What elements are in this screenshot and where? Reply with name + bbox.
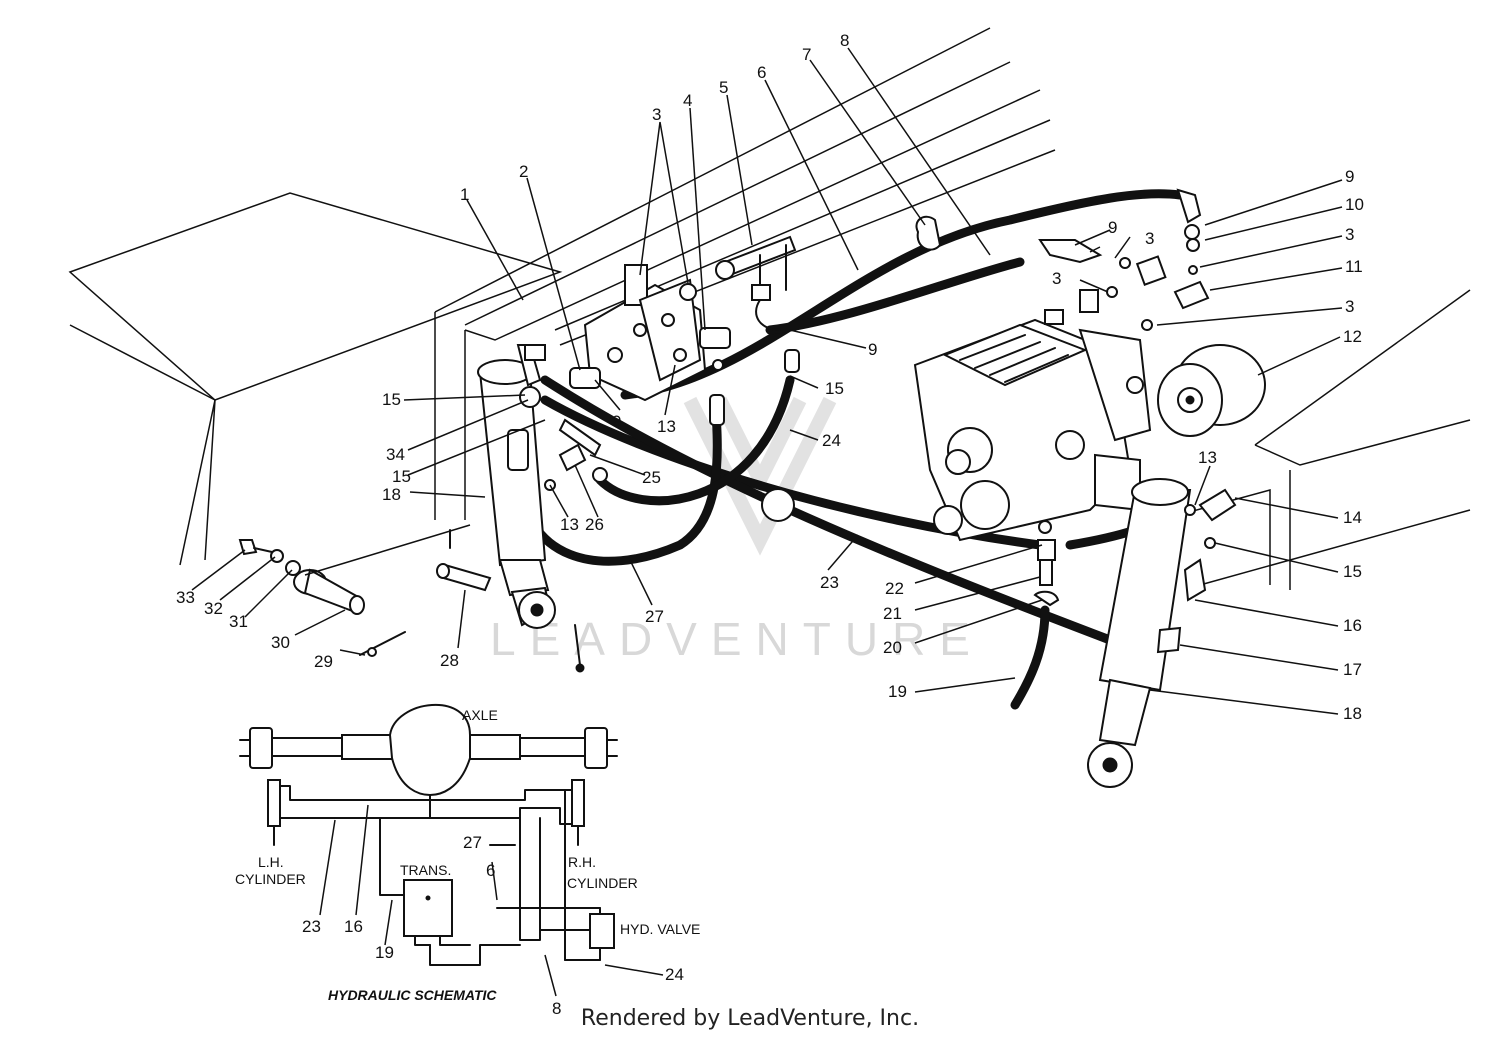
callout-2: 2 <box>519 162 528 181</box>
schematic-ref-19: 19 <box>375 943 394 962</box>
callout-12: 12 <box>1343 327 1362 346</box>
callout-24: 24 <box>822 431 841 450</box>
callout-9-mid: 9 <box>1108 218 1117 237</box>
callout-15-mid: 15 <box>825 379 844 398</box>
callout-3-mid-b: 3 <box>1052 269 1061 288</box>
callout-numbers: 1 2 3 4 5 6 7 8 9 10 3 11 3 12 9 3 3 13 … <box>176 31 1364 723</box>
callout-14: 14 <box>1343 508 1362 527</box>
hose-19 <box>1010 605 1050 710</box>
schematic-title: HYDRAULIC SCHEMATIC <box>328 987 497 1003</box>
callout-32: 32 <box>204 599 223 618</box>
callout-11: 11 <box>1345 257 1363 276</box>
watermark: LEADVENTURE <box>490 396 984 665</box>
callout-15-left-b: 15 <box>392 467 411 486</box>
schematic-rh-2: CYLINDER <box>567 875 638 891</box>
left-cylinder <box>477 344 556 629</box>
schematic-lh-1: L.H. <box>258 854 284 870</box>
callout-9-left: 9 <box>612 412 621 431</box>
callout-29: 29 <box>314 652 333 671</box>
callout-9-top: 9 <box>1345 167 1354 186</box>
callout-30: 30 <box>271 633 290 652</box>
schematic-rh-1: R.H. <box>568 854 596 870</box>
schematic-axle-label: AXLE <box>462 707 498 723</box>
small-fittings <box>519 344 800 522</box>
schematic-hyd-valve-label: HYD. VALVE <box>620 921 700 937</box>
callout-9-lower: 9 <box>868 340 877 359</box>
schematic-ref-6: 6 <box>486 861 495 880</box>
callout-23: 23 <box>820 573 839 592</box>
callout-15-left-a: 15 <box>382 390 401 409</box>
render-credit: Rendered by LeadVenture, Inc. <box>580 1006 920 1031</box>
callout-16: 16 <box>1343 616 1362 635</box>
callout-1: 1 <box>460 185 469 204</box>
hose-8 <box>765 257 1025 335</box>
callout-33: 33 <box>176 588 195 607</box>
callout-26: 26 <box>585 515 604 534</box>
callout-3-right-b: 3 <box>1345 297 1354 316</box>
hydraulic-valve <box>569 264 731 402</box>
callout-13-mid: 13 <box>657 417 676 436</box>
schematic-ref-27: 27 <box>463 833 482 852</box>
callout-21: 21 <box>883 604 902 623</box>
part-5-line <box>715 235 797 331</box>
callout-7: 7 <box>802 45 811 64</box>
fittings-top-right <box>915 188 1210 331</box>
transmission-pump <box>913 289 1152 542</box>
callout-5: 5 <box>719 78 728 97</box>
oil-filter <box>1157 344 1266 437</box>
fittings-20-22 <box>1033 520 1060 607</box>
callout-28: 28 <box>440 651 459 670</box>
callout-13-right: 13 <box>1198 448 1217 467</box>
schematic-ref-8: 8 <box>552 999 561 1018</box>
callout-18-right: 18 <box>1343 704 1362 723</box>
callout-3-right-a: 3 <box>1345 225 1354 244</box>
leader-lines <box>191 47 1343 715</box>
callout-22: 22 <box>885 579 904 598</box>
callout-15-right: 15 <box>1343 562 1362 581</box>
callout-34: 34 <box>386 445 405 464</box>
callout-3: 3 <box>652 105 661 124</box>
schematic-ref-23: 23 <box>302 917 321 936</box>
watermark-text: LEADVENTURE <box>490 613 984 665</box>
hose-24 <box>595 375 795 506</box>
frame-outline <box>68 27 1471 590</box>
callout-4: 4 <box>683 91 692 110</box>
schematic-ref-24: 24 <box>665 965 684 984</box>
callout-20: 20 <box>883 638 902 657</box>
callout-19: 19 <box>888 682 907 701</box>
hydraulic-schematic: AXLE L.H. CYLINDER R.H. CYLINDER TRANS. … <box>235 703 700 1018</box>
callout-18-left: 18 <box>382 485 401 504</box>
callout-17: 17 <box>1343 660 1362 679</box>
callout-3-mid-a: 3 <box>1145 229 1154 248</box>
callout-27: 27 <box>645 607 664 626</box>
callout-6: 6 <box>757 63 766 82</box>
schematic-ref-16: 16 <box>344 917 363 936</box>
callout-13-left: 13 <box>560 515 579 534</box>
callout-10: 10 <box>1345 195 1364 214</box>
callout-31: 31 <box>229 612 248 631</box>
callout-25: 25 <box>642 468 661 487</box>
schematic-trans-label: TRANS. <box>400 862 451 878</box>
callout-8: 8 <box>840 31 849 50</box>
schematic-lh-2: CYLINDER <box>235 871 306 887</box>
right-cylinder <box>1087 478 1237 788</box>
